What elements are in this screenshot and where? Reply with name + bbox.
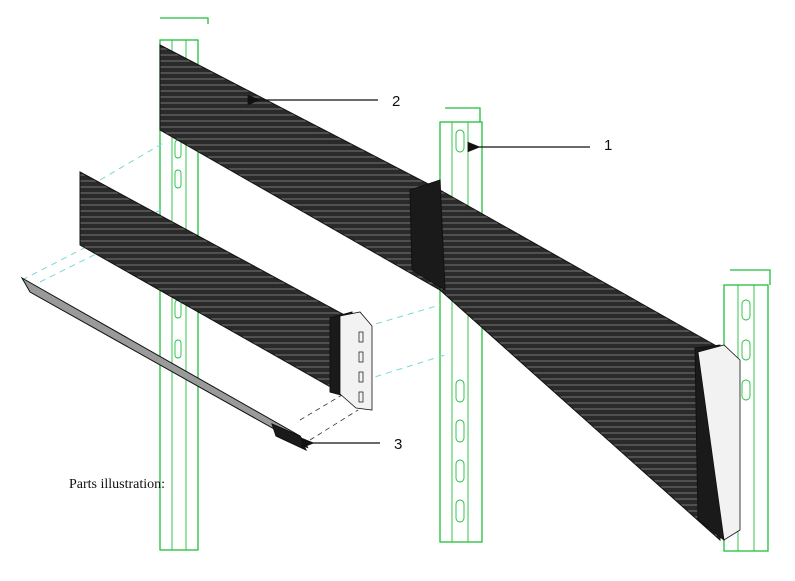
- callout-2: 2: [247, 93, 400, 110]
- callout-label-1: 1: [604, 137, 612, 154]
- rail-middle: [439, 107, 483, 543]
- callout-label-2: 2: [392, 93, 400, 110]
- callout-3: 3: [301, 436, 402, 453]
- led-module-lower: [79, 171, 373, 411]
- led-module-upper: [159, 44, 741, 542]
- parts-illustration-caption: Parts illustration:: [69, 477, 166, 492]
- callout-label-3: 3: [394, 436, 402, 453]
- callout-1: 1: [467, 137, 612, 154]
